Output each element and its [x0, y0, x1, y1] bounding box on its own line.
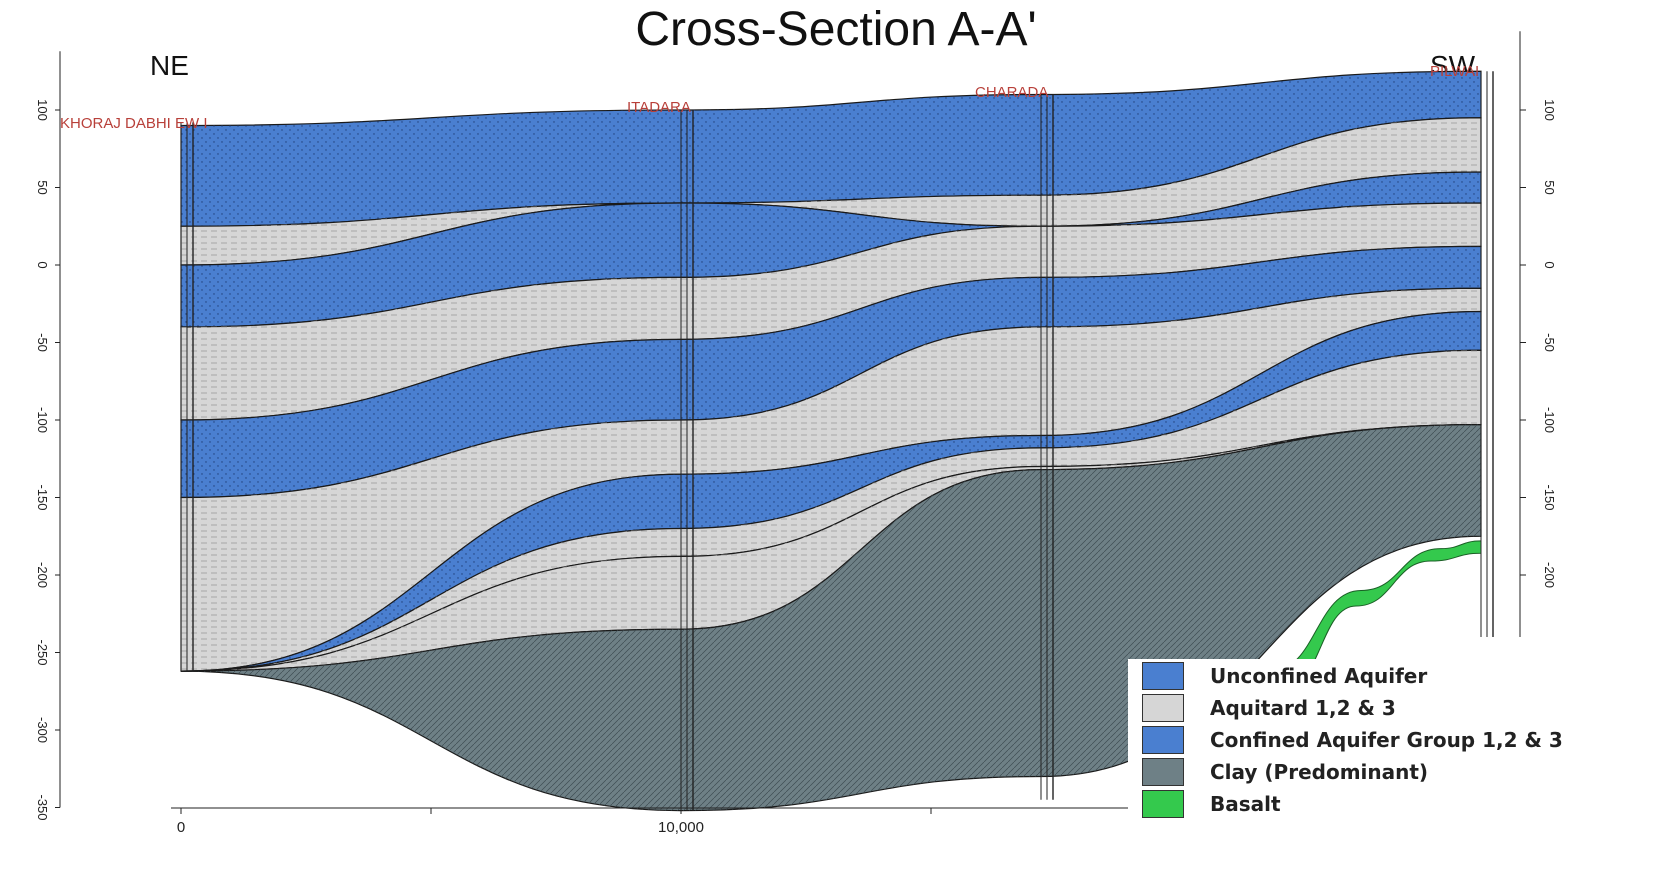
y-tick-label-right: 50 — [1542, 180, 1557, 194]
y-tick-label-left: -150 — [35, 484, 50, 510]
legend-swatch — [1142, 694, 1184, 722]
diagram-title: Cross-Section A-A' — [635, 3, 1037, 56]
aquitard-layer-3-texture — [181, 288, 1481, 672]
well-label: CHARADA — [975, 84, 1048, 101]
well-label: ITADARA — [627, 99, 691, 116]
legend-label: Aquitard 1,2 & 3 — [1210, 696, 1396, 720]
y-tick-label-right: -200 — [1542, 562, 1557, 588]
confined-aquifer-layer-3-texture — [181, 311, 1481, 672]
y-tick-label-left: 50 — [35, 180, 50, 194]
layer-group — [180, 70, 1482, 812]
legend-item-confined-aquifer: Confined Aquifer Group 1,2 & 3 — [1128, 725, 1563, 755]
y-tick-label-right: 100 — [1542, 99, 1557, 121]
legend-swatch — [1142, 790, 1184, 818]
legend-swatch — [1142, 662, 1184, 690]
y-tick-label-left: 100 — [35, 99, 50, 121]
legend-label: Unconfined Aquifer — [1210, 664, 1428, 688]
legend-swatch — [1142, 758, 1184, 786]
legend-label: Confined Aquifer Group 1,2 & 3 — [1210, 728, 1563, 752]
legend-label: Clay (Predominant) — [1210, 760, 1429, 784]
direction-label-ne: NE — [150, 50, 189, 81]
y-tick-label-left: -250 — [35, 639, 50, 665]
well-group: KHORAJ DABHI EW I ITADARA CHARADA PILWAI — [60, 63, 1494, 811]
y-tick-label-right: 0 — [1542, 261, 1557, 268]
legend-item-basalt: Basalt — [1128, 789, 1281, 819]
y-tick-label-right: -150 — [1542, 484, 1557, 510]
x-tick-label: 0 — [177, 819, 185, 836]
confined-aquifer-layer-2-texture — [181, 246, 1481, 498]
y-tick-label-left: 0 — [35, 261, 50, 268]
legend-item-unconfined-aquifer: Unconfined Aquifer — [1128, 661, 1427, 691]
y-tick-label-left: -300 — [35, 717, 50, 743]
y-tick-label-left: -200 — [35, 562, 50, 588]
legend-item-aquitard: Aquitard 1,2 & 3 — [1128, 693, 1396, 723]
y-tick-label-left: -350 — [35, 794, 50, 820]
y-tick-label-right: -100 — [1542, 407, 1557, 433]
legend-swatch — [1142, 726, 1184, 754]
aquitard-layer-4-texture — [181, 350, 1481, 672]
aquitard-layer-2-texture — [181, 203, 1481, 420]
aquitard-layer-1-texture — [181, 117, 1481, 265]
x-tick-label: 10,000 — [658, 819, 704, 836]
y-tick-label-left: -100 — [35, 407, 50, 433]
aquitard-layer-5-texture — [181, 424, 1481, 672]
y-tick-label-right: -50 — [1542, 333, 1557, 352]
legend: Unconfined Aquifer Aquitard 1,2 & 3 Conf… — [1128, 659, 1628, 871]
legend-item-clay: Clay (Predominant) — [1128, 757, 1428, 787]
legend-label: Basalt — [1210, 792, 1281, 816]
y-tick-label-left: -50 — [35, 333, 50, 352]
unconfined-aquifer-layer-texture — [181, 71, 1481, 227]
well-label: PILWAI — [1430, 63, 1479, 80]
well-label: KHORAJ DABHI EW I — [60, 115, 208, 132]
